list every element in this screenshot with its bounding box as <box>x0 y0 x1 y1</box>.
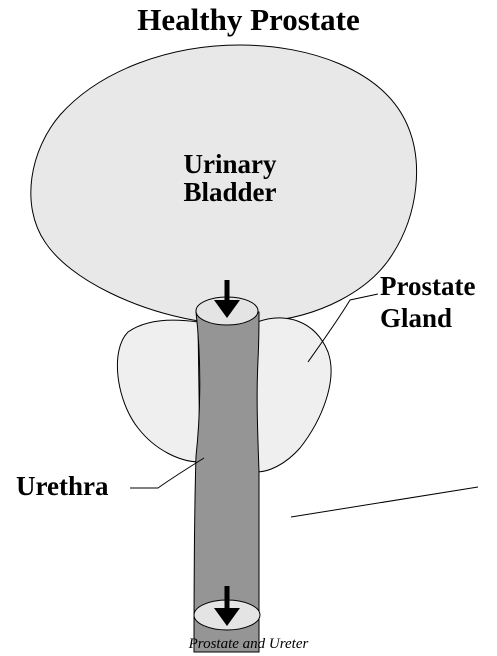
urethra-label: Urethra <box>16 472 108 500</box>
bladder-label: Urinary Bladder <box>150 150 310 207</box>
bladder-label-line2: Bladder <box>150 178 310 206</box>
urethra-leader-line <box>130 458 204 488</box>
stray-line <box>291 487 478 517</box>
bladder-label-line1: Urinary <box>150 150 310 178</box>
prostate-label: Prostate Gland <box>380 270 475 335</box>
figure-caption: Prostate and Ureter <box>0 636 497 653</box>
prostate-label-line1: Prostate <box>380 270 475 302</box>
prostate-label-line2: Gland <box>380 302 475 334</box>
prostate-left-lobe-shape <box>117 320 200 462</box>
page-title: Healthy Prostate <box>0 4 497 37</box>
prostate-right-lobe-shape <box>257 318 331 472</box>
